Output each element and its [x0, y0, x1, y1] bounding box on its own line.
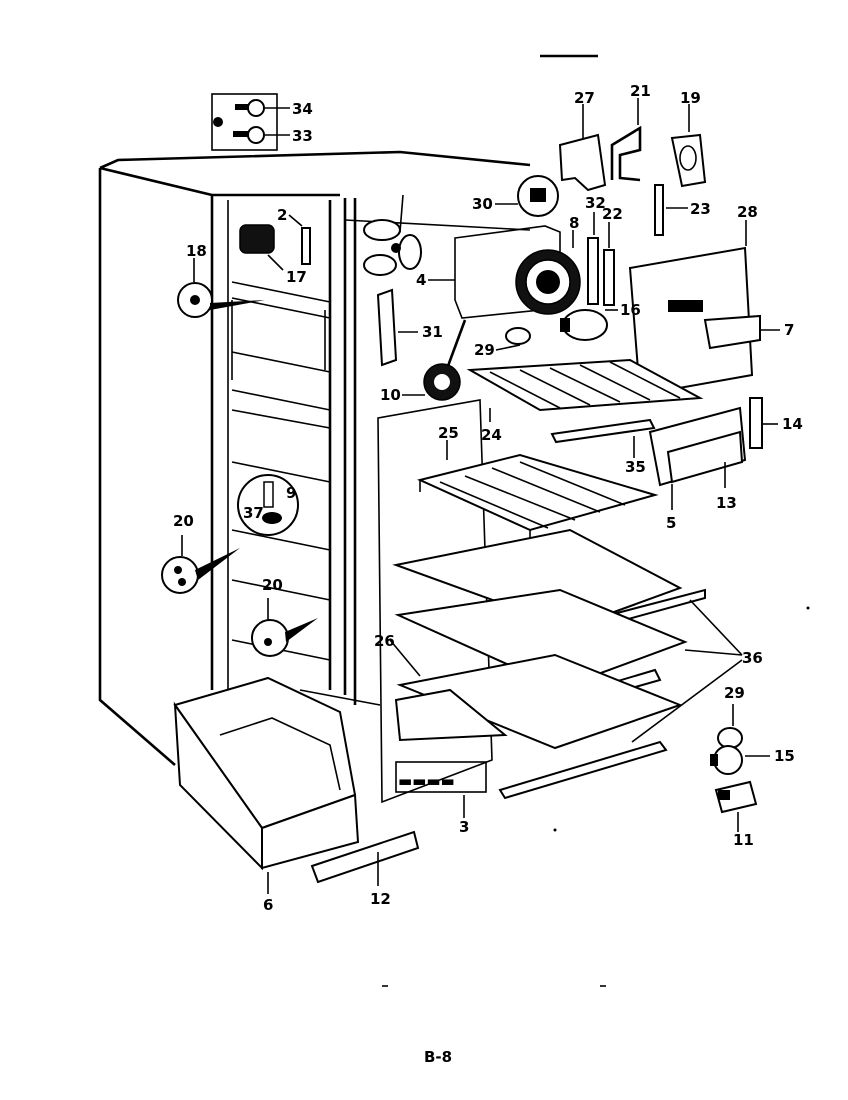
callout-24: 24 [481, 426, 502, 444]
callout-30: 30 [472, 195, 493, 213]
callout-25: 25 [438, 424, 459, 442]
dairy-door [648, 397, 763, 487]
bracket-21 [610, 125, 642, 182]
callout-7: 7 [784, 321, 794, 339]
callout-29b: 29 [724, 684, 745, 702]
callout-12: 12 [370, 890, 391, 908]
light-bulb-icon [560, 309, 608, 341]
key-33-icon [233, 126, 265, 144]
strip-23 [654, 184, 664, 236]
callout-15: 15 [774, 747, 795, 765]
callout-34: 34 [292, 100, 313, 118]
leader-lines [181, 98, 780, 894]
callout-17: 17 [286, 268, 307, 286]
cover-19 [670, 133, 707, 188]
bracket-27 [558, 133, 607, 192]
bulb-15-icon [710, 745, 743, 775]
callout-10: 10 [380, 386, 401, 404]
shelf-25 [416, 453, 659, 545]
callout-21: 21 [630, 82, 651, 100]
callout-4: 4 [416, 271, 426, 289]
callout-13: 13 [716, 494, 737, 512]
callout-14: 14 [782, 415, 803, 433]
shelf-24 [466, 358, 704, 444]
knob-icon [423, 319, 467, 401]
page-number: B-8 [424, 1048, 452, 1066]
rail-12 [310, 830, 420, 884]
callout-28: 28 [737, 203, 758, 221]
evaporator-housing [454, 175, 581, 319]
callout-23: 23 [690, 200, 711, 218]
crisper-drawer [173, 676, 360, 871]
callout-33: 33 [292, 127, 313, 145]
callout-37: 37 [243, 504, 264, 522]
detail-circle-37-9 [237, 474, 299, 536]
callout-26: 26 [374, 632, 395, 650]
strip-22 [603, 249, 615, 306]
callout-32: 32 [585, 194, 606, 212]
callout-labels: 34 33 27 21 19 30 32 22 23 28 2 18 17 8 … [173, 82, 803, 914]
strip-32 [587, 237, 599, 305]
trim-35 [550, 418, 656, 444]
svg-text:▬▬▬▬: ▬▬▬▬ [398, 772, 455, 790]
detail-circle-20a [161, 548, 240, 594]
callout-31: 31 [422, 323, 443, 341]
callout-29a: 29 [474, 341, 495, 359]
inset-box-keys [211, 93, 290, 151]
fan-blade-icon [363, 194, 422, 276]
callout-36: 36 [742, 649, 763, 667]
socket-29-icon [717, 727, 743, 749]
glass-shelves [392, 528, 706, 800]
control-panel-28 [628, 246, 761, 397]
callout-22: 22 [602, 205, 623, 223]
part-17-icon [239, 224, 311, 265]
back-panel: ▬▬▬▬ [377, 399, 493, 804]
callout-5: 5 [666, 514, 676, 532]
cabinet [98, 150, 531, 766]
thermostat-bracket [376, 288, 398, 367]
socket-icon [505, 327, 531, 345]
callout-20a: 20 [173, 512, 194, 530]
callout-35: 35 [625, 458, 646, 476]
callout-27: 27 [574, 89, 595, 107]
callout-18: 18 [186, 242, 207, 260]
callout-19: 19 [680, 89, 701, 107]
callout-3: 3 [459, 818, 469, 836]
callout-8: 8 [569, 214, 579, 232]
callout-9: 9 [286, 484, 296, 502]
key-34-icon [235, 99, 265, 117]
detail-circle-18 [177, 282, 265, 318]
callout-11: 11 [733, 831, 754, 849]
callout-20b: 20 [262, 576, 283, 594]
callout-2: 2 [277, 206, 287, 224]
detail-circle-20b [251, 618, 318, 657]
callout-16: 16 [620, 301, 641, 319]
switch-11-icon [714, 780, 758, 814]
hinge-14 [749, 397, 763, 449]
callout-6: 6 [263, 896, 273, 914]
